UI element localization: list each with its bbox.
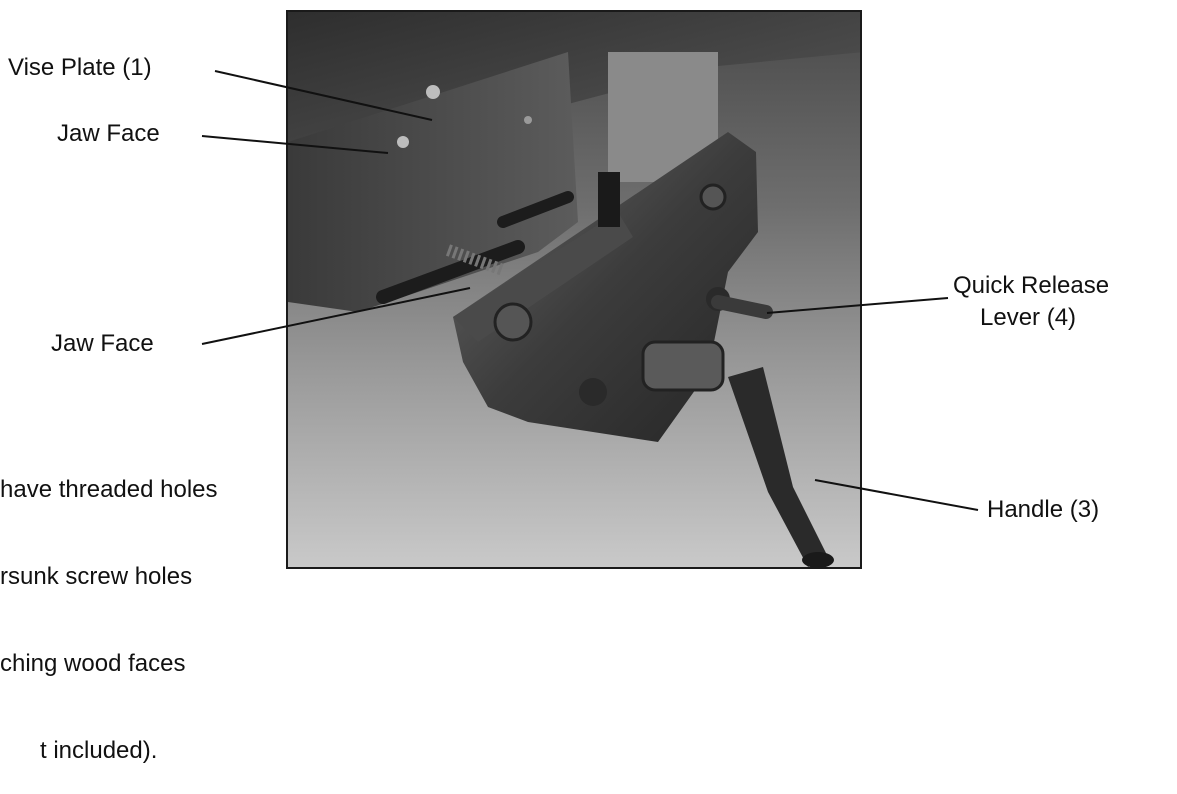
guide-rod <box>376 240 525 304</box>
label-quick-release-line1: Quick Release <box>953 272 1110 299</box>
handle-grip <box>802 552 834 567</box>
note-line-2: rsunk screw holes <box>0 563 193 590</box>
bench-hole <box>524 116 532 124</box>
vise-photo <box>286 10 862 569</box>
guide-rod <box>497 191 574 228</box>
note-text: have threaded holes rsunk screw holes ch… <box>0 417 218 794</box>
note-line-1: have threaded holes <box>0 476 218 503</box>
leader-vise-plate <box>214 70 433 121</box>
handle <box>728 367 828 567</box>
handle-hub <box>641 340 725 392</box>
note-line-4: t included). <box>40 737 158 764</box>
vise-screw <box>445 244 506 276</box>
bench-hole <box>397 136 409 148</box>
leader-jaw-face-bottom <box>201 287 471 345</box>
release-post <box>598 172 620 227</box>
leader-jaw-face-top <box>201 135 389 154</box>
bolt-hole <box>579 378 607 406</box>
bench-hole <box>426 85 440 99</box>
front-jaw-face <box>453 212 633 342</box>
label-jaw-face-bottom: Jaw Face <box>51 330 154 357</box>
leader-quick-release <box>766 297 949 314</box>
label-handle: Handle (3) <box>987 496 1100 523</box>
bolt-boss <box>493 302 533 342</box>
bolt-boss <box>699 183 727 211</box>
label-quick-release-line2: Lever (4) <box>980 304 1077 331</box>
label-vise-plate: Vise Plate (1) <box>8 54 152 81</box>
note-line-3: ching wood faces <box>0 650 186 677</box>
quick-release-lever <box>711 295 773 319</box>
leader-handle <box>814 479 979 511</box>
leader-lines <box>201 70 979 511</box>
vise-illustration <box>288 12 860 567</box>
label-jaw-face-top: Jaw Face <box>57 120 160 147</box>
